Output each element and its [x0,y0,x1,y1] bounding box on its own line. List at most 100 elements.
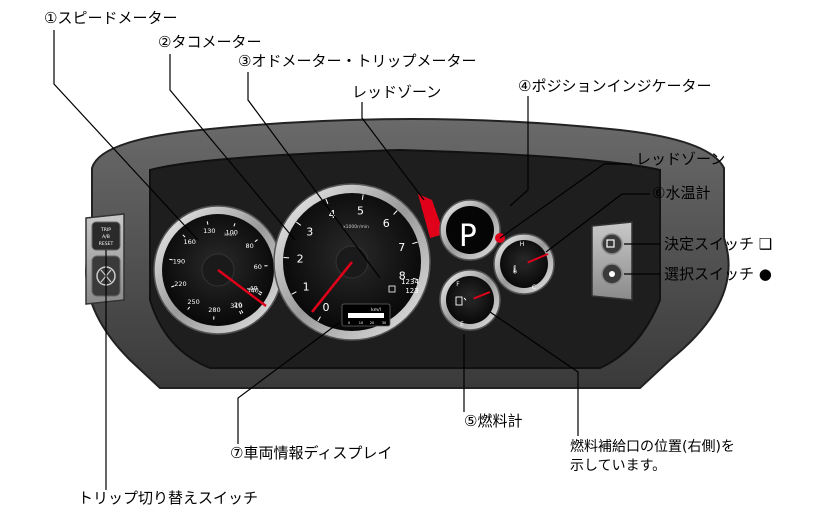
speed-label-190: 190 [173,258,185,266]
leader-display [237,321,341,444]
red-zone-top-label: レッドゾーン [352,83,442,101]
select-switch-label: 選択スイッチ ● [664,265,772,283]
trip-switch-label-3: RESET [99,241,114,247]
speed-label-310: 310 [230,302,242,310]
rpm-label-6: 6 [383,217,390,230]
speed-label-340: 340 [246,286,258,294]
trip-switch-label: トリップ切り替えスイッチ [78,489,259,507]
leader-red-zone-right [499,163,632,239]
gear-position: P [459,219,477,254]
speedometer-ticks: 20 40 60 80 100 130 160 190 220 250 280 310 340 [169,221,268,320]
water-temp-high: H [520,241,525,248]
trip-switch[interactable]: TRIP A/B RESET [91,221,121,251]
leader-water-temp [545,193,650,253]
leader-fuel-door [489,311,579,436]
speed-label-250: 250 [187,298,199,306]
position-indicator: P [439,199,505,261]
leader-lines [53,30,660,490]
enter-switch-text: 決定スイッチ [664,235,755,253]
select-switch-text: 選択スイッチ [664,265,755,283]
water-temp-gauge: H C 🌡 [493,233,555,295]
trip-switch-label-2: A/B [102,234,110,240]
tachometer-needle [310,261,354,313]
speed-label-60: 60 [254,263,262,271]
speed-label-tick [169,258,173,261]
info-display-unit: km/l [371,307,381,313]
tripmeter-value: 123 [405,287,418,295]
tachometer-unit: x1000r/min [343,224,369,230]
leader-position [509,96,529,207]
thermometer-icon: 🌡 [510,265,520,274]
speed-label-40: 40 [249,285,257,293]
rpm-label-5: 5 [357,205,364,218]
info-display-bar [348,313,384,318]
rpm-label-0: 0 [323,301,330,314]
vehicle-info-display: km/l 0 10 20 30 [341,303,391,327]
rpm-label-tick [361,194,364,200]
water-temp-label: ⑥水温計 [652,184,711,202]
speed-label-tick [258,292,262,296]
speed-label-130: 130 [203,227,215,235]
tachometer-red-zone [418,194,444,238]
water-temp-low: C [532,284,536,291]
odometer-value: 1234 [401,278,419,286]
fuel-empty: E [460,321,464,328]
speed-label-80: 80 [246,242,254,250]
rpm-label-8: 8 [399,269,406,282]
speedometer-label: ①スピードメーター [44,9,178,27]
fuel-gauge-label: ⑤燃料計 [464,412,523,430]
info-scale-10: 10 [359,321,363,325]
rpm-label-tick [325,198,329,204]
enter-switch[interactable] [601,233,623,255]
odometer-icon [388,285,396,293]
odo-trip-label: ③オドメーター・トリップメーター [238,52,477,70]
speedometer: 20 40 60 80 100 130 160 190 220 250 280 310 340 km/h [153,205,283,335]
rpm-label-tick [317,316,321,322]
rpm-label-2: 2 [297,252,304,265]
rpm-label-tick [412,241,418,245]
rpm-label-tick [291,291,297,295]
fuel-pump-icon [455,296,463,306]
fuel-door-note-line-2: 示しています。 [570,458,667,474]
speed-label-tick [233,223,236,227]
fuel-gauge: F E [439,269,501,331]
select-switch-symbol-icon: ● [758,265,772,283]
water-temp-needle [523,253,549,265]
speed-label-tick [240,310,244,314]
tachometer-label: ②タコメーター [158,33,262,51]
rpm-label-7: 7 [398,241,405,254]
speedometer-needle [217,269,267,307]
speed-label-tick [187,306,191,310]
trip-switch-label-1: TRIP [100,227,111,233]
speed-label-160: 160 [183,238,195,246]
speed-label-20: 20 [234,301,242,309]
speed-label-tick [258,291,263,294]
enter-switch-label: 決定スイッチ ❑ [664,235,772,253]
speed-label-100: 100 [225,229,237,237]
rpm-label-1: 1 [303,280,310,293]
position-indicator-label: ④ポジションインジケーター [518,77,712,95]
enter-switch-symbol-icon: ❑ [758,235,773,253]
speed-label-tick [206,221,209,225]
display-label: ⑦車両情報ディスプレイ [230,444,393,462]
leader-odometer [247,72,381,279]
info-scale-20: 20 [370,321,374,325]
speed-label-280: 280 [208,306,220,314]
leader-speedometer [53,30,199,241]
speed-label-220: 220 [174,280,186,288]
speedometer-unit: km/h [224,232,236,238]
fuel-full: F [456,281,460,288]
select-switch[interactable] [601,263,623,285]
speed-label-tick [254,239,258,243]
rpm-label-tick [393,210,398,215]
speed-label-tick [239,310,242,315]
info-scale-0: 0 [348,321,350,325]
speed-label-tick [182,234,186,238]
fuel-door-note-line-1: 燃料補給口の位置(右側)を [570,439,735,455]
rpm-label-3: 3 [306,226,313,239]
info-scale-30: 30 [382,321,386,325]
rpm-label-tick [412,277,419,281]
fuel-door-note: 燃料補給口の位置(右側)を 示しています。 [570,438,735,476]
